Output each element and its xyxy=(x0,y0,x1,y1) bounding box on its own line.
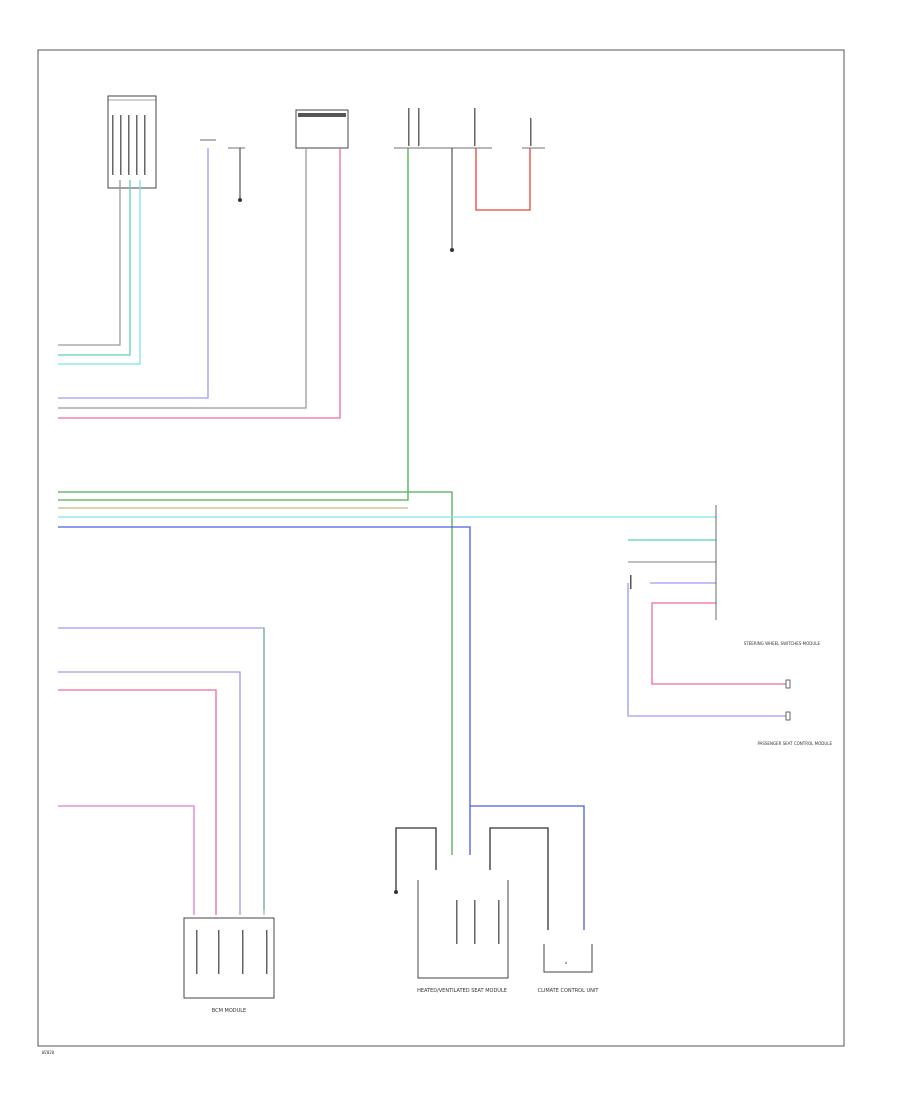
wire-lavender-2 xyxy=(58,627,265,910)
wire-lavender-right-2 xyxy=(627,583,786,717)
wire-teal-1 xyxy=(58,180,131,356)
wire-black-1 xyxy=(395,827,437,890)
top-left-connector xyxy=(107,95,157,189)
wire-pink-right xyxy=(651,602,786,685)
ground-terminal-3 xyxy=(394,890,398,894)
wire-cyan-1 xyxy=(58,180,141,365)
top-left-pin-labels xyxy=(112,115,146,175)
bcm-module-label: BCM MODULE xyxy=(212,1008,246,1014)
bcm-module: BCM MODULE xyxy=(183,917,275,1014)
wire-blue-1 xyxy=(58,526,471,855)
heated-seat-module-label: HEATED/VENTILATED SEAT MODULE xyxy=(417,988,507,994)
passenger-seat-module: PASSENGER SEAT CONTROL MODULE xyxy=(757,741,832,746)
wire-green-main xyxy=(58,148,409,501)
climate-control-unit: ∪ CLIMATE CONTROL UNIT xyxy=(538,944,600,994)
diagram-border xyxy=(37,49,845,1047)
wire-pink-2 xyxy=(58,689,217,915)
wire-gray-1 xyxy=(58,148,307,409)
wire-black-2 xyxy=(489,827,549,930)
climate-control-unit-label: CLIMATE CONTROL UNIT xyxy=(538,988,600,994)
ground-terminal-1 xyxy=(238,198,242,202)
wire-lavender-3 xyxy=(58,671,241,915)
ground-point-1 xyxy=(200,139,245,202)
wire-green-2 xyxy=(58,491,453,855)
wire-magenta-1 xyxy=(58,805,195,915)
fuse-block xyxy=(522,118,545,149)
wire-red-1 xyxy=(475,148,531,211)
steering-switches-module: STEERING WHEEL SWITCHES MODULE xyxy=(744,641,821,646)
wire-pink-1 xyxy=(58,148,341,419)
wire-lavender-1 xyxy=(58,148,209,399)
wire-blue-2 xyxy=(470,805,585,930)
heated-seat-module: HEATED/VENTILATED SEAT MODULE xyxy=(417,880,509,994)
climate-icon: ∪ xyxy=(565,960,568,965)
steering-switches-module-label: STEERING WHEEL SWITCHES MODULE xyxy=(744,641,821,646)
ground-terminal-2 xyxy=(450,248,454,252)
top-mid-connector xyxy=(295,109,349,149)
diagram-code: W2020 xyxy=(42,1050,55,1055)
passenger-seat-module-label: PASSENGER SEAT CONTROL MODULE xyxy=(757,741,832,746)
top-right-connector xyxy=(394,108,492,252)
wire-tan-1 xyxy=(58,180,121,346)
right-switch-connector xyxy=(630,505,791,721)
